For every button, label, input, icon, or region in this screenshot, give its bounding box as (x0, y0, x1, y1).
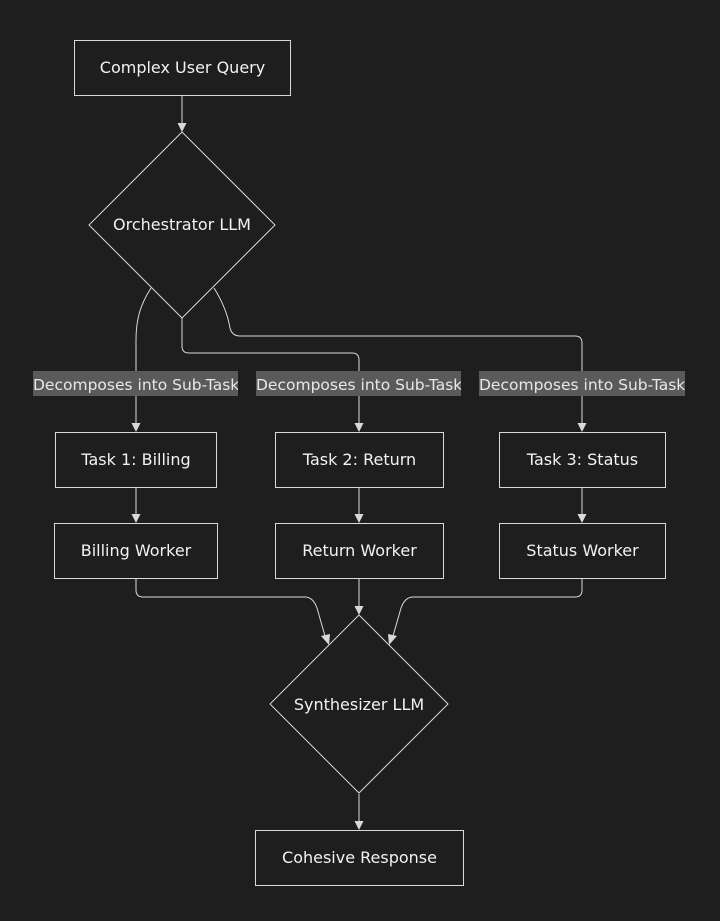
svg-text:Status Worker: Status Worker (526, 541, 639, 560)
node-orchestrator-llm: Orchestrator LLM (88, 131, 276, 319)
svg-text:Billing Worker: Billing Worker (81, 541, 192, 560)
edge-label-decomposes-1: Decomposes into Sub-Tasks (33, 371, 247, 396)
svg-text:Task 3: Status: Task 3: Status (526, 450, 638, 469)
svg-text:Decomposes into Sub-Tasks: Decomposes into Sub-Tasks (479, 376, 693, 394)
node-return-worker: Return Worker (275, 523, 444, 579)
arrowhead (388, 634, 397, 645)
arrowhead (131, 423, 141, 432)
arrowhead (354, 423, 364, 432)
arrowhead (131, 514, 141, 523)
edge-orchestrator-to-task3 (213, 287, 583, 424)
node-synthesizer-llm: Synthesizer LLM (269, 614, 449, 794)
svg-text:Task 2: Return: Task 2: Return (302, 450, 416, 469)
arrowhead (354, 821, 364, 830)
arrowhead (321, 634, 330, 645)
arrowhead (354, 606, 364, 615)
node-cohesive-response: Cohesive Response (255, 830, 464, 886)
svg-text:Complex User Query: Complex User Query (100, 58, 265, 77)
node-task-2-return: Task 2: Return (275, 432, 444, 488)
svg-text:Synthesizer LLM: Synthesizer LLM (294, 695, 424, 714)
svg-text:Orchestrator LLM: Orchestrator LLM (113, 215, 251, 234)
edge-worker3-to-synthesizer (392, 579, 583, 637)
svg-text:Cohesive Response: Cohesive Response (282, 848, 437, 867)
edge-label-decomposes-2: Decomposes into Sub-Tasks (256, 371, 470, 396)
edge-orchestrator-to-task1 (135, 287, 152, 424)
svg-text:Return Worker: Return Worker (302, 541, 417, 560)
node-billing-worker: Billing Worker (54, 523, 218, 579)
arrowhead (577, 423, 587, 432)
arrowhead (577, 514, 587, 523)
node-status-worker: Status Worker (499, 523, 666, 579)
svg-text:Task 1: Billing: Task 1: Billing (80, 450, 190, 469)
node-task-1-billing: Task 1: Billing (55, 432, 217, 488)
edge-worker1-to-synthesizer (135, 579, 326, 637)
svg-text:Decomposes into Sub-Tasks: Decomposes into Sub-Tasks (33, 376, 247, 394)
arrowhead (354, 514, 364, 523)
edge-orchestrator-to-task2 (181, 318, 360, 424)
arrowhead (177, 123, 187, 132)
node-task-3-status: Task 3: Status (499, 432, 666, 488)
svg-text:Decomposes into Sub-Tasks: Decomposes into Sub-Tasks (256, 376, 470, 394)
edge-label-decomposes-3: Decomposes into Sub-Tasks (479, 371, 693, 396)
node-complex-user-query: Complex User Query (74, 40, 291, 96)
